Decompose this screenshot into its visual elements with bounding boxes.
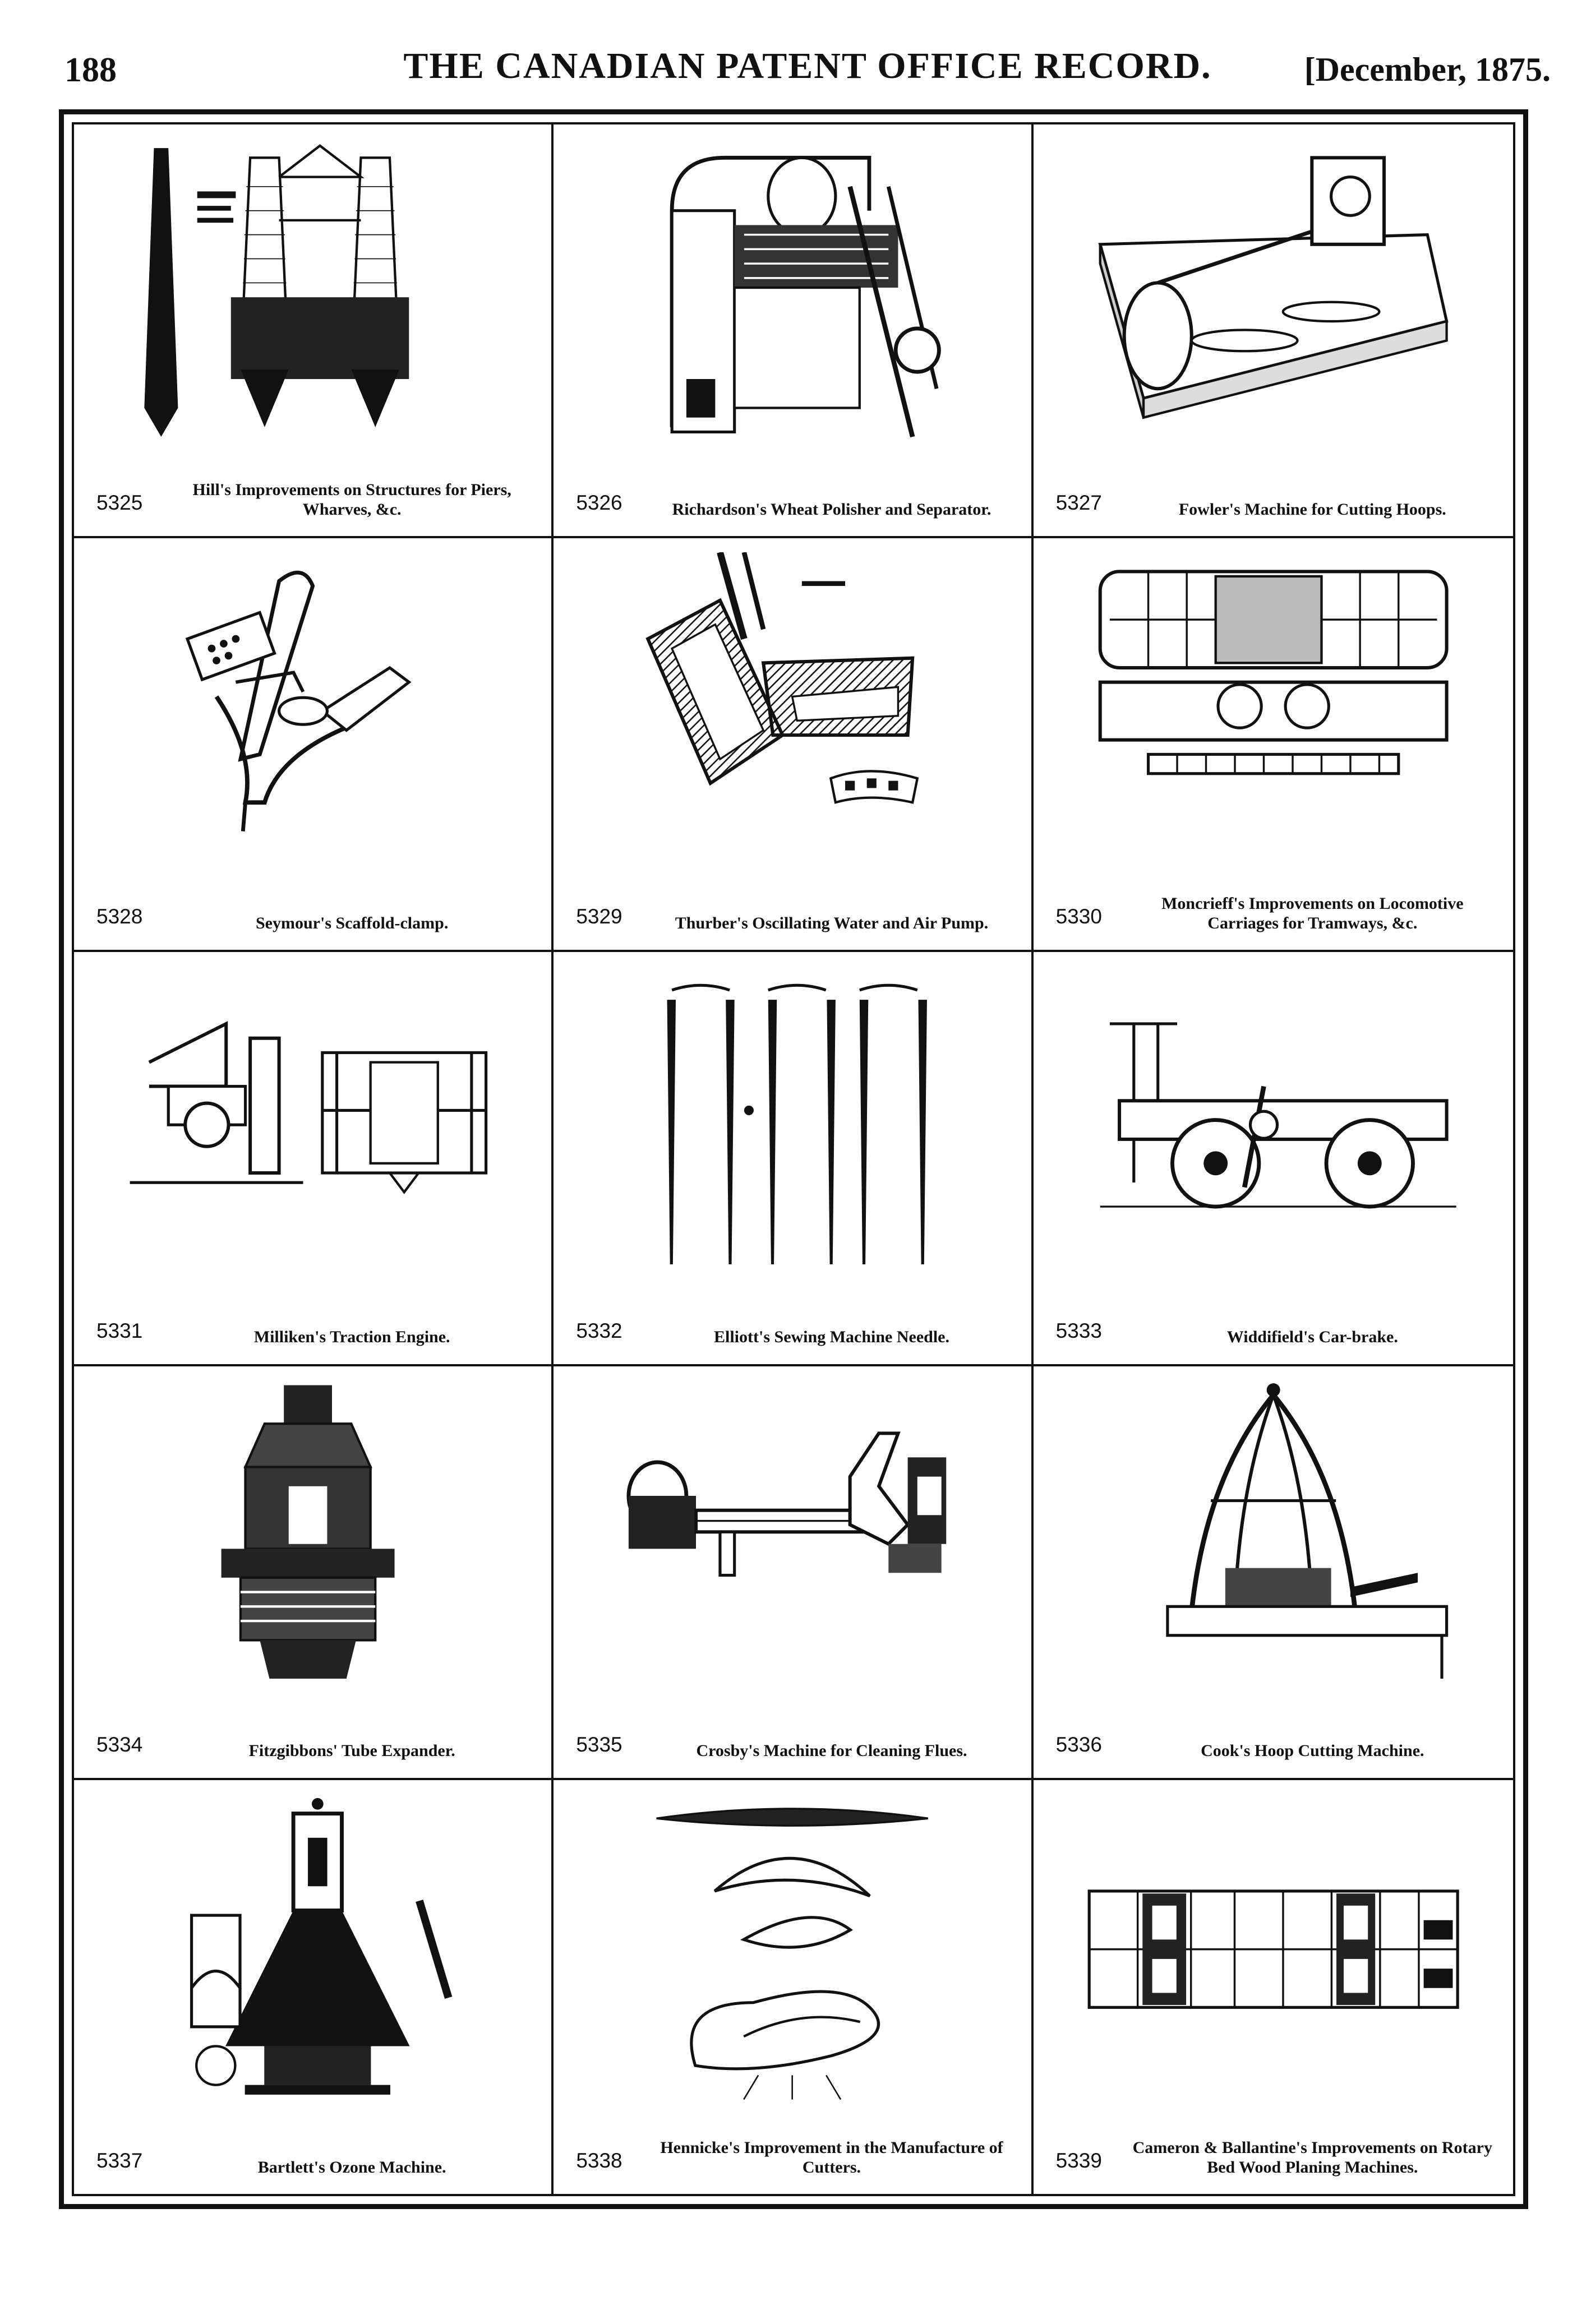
tram-carriage-icon xyxy=(1050,552,1496,860)
plate-caption: Milliken's Traction Engine. xyxy=(253,1328,450,1347)
plate-caption: Crosby's Machine for Cleaning Flues. xyxy=(696,1741,967,1761)
plate-caption: Cook's Hoop Cutting Machine. xyxy=(1201,1741,1424,1761)
plate-caption: Richardson's Wheat Polisher and Separato… xyxy=(672,500,992,519)
plate-caption: Seymour's Scaffold-clamp. xyxy=(256,913,449,932)
page-number: 188 xyxy=(64,51,117,89)
plate-5329: 5329 Thurber's Oscillating Water and Air… xyxy=(554,538,1034,953)
plate-number: 5334 xyxy=(96,1732,143,1756)
plate-5338: 5338 Hennicke's Improvement in the Manuf… xyxy=(554,1780,1034,2194)
plate-5339: 5339 Cameron & Ballantine's Improvements… xyxy=(1034,1780,1513,2194)
hoop-cutting-machine-icon xyxy=(1050,138,1496,446)
plate-number: 5331 xyxy=(96,1319,143,1342)
plate-caption: Widdifield's Car-brake. xyxy=(1226,1328,1398,1347)
plate-caption: Hennicke's Improvement in the Manufactur… xyxy=(660,2138,1003,2177)
plate-caption: Fowler's Machine for Cutting Hoops. xyxy=(1178,500,1446,519)
pier-structure-icon xyxy=(91,138,534,446)
plate-5326: 5326 Richardson's Wheat Polisher and Sep… xyxy=(554,124,1034,539)
tube-expander-icon xyxy=(91,1380,534,1688)
plate-caption: Moncrieff's Improvements on Locomotive C… xyxy=(1161,894,1464,932)
flue-cleaner-icon xyxy=(570,1380,1014,1688)
plate-5335: 5335 Crosby's Machine for Cleaning Flues… xyxy=(554,1366,1034,1780)
plate-number: 5326 xyxy=(576,491,622,515)
plate-number: 5330 xyxy=(1055,905,1102,928)
planing-bed-icon xyxy=(1050,1794,1496,2104)
plate-number: 5325 xyxy=(96,491,143,515)
plate-number: 5338 xyxy=(576,2149,622,2172)
plate-5331: 5331 Milliken's Traction Engine. xyxy=(74,952,554,1366)
plate-number: 5329 xyxy=(576,905,622,928)
traction-engine-icon xyxy=(91,966,534,1274)
plate-5328: 5328 Seymour's Scaffold-clamp. xyxy=(74,538,554,953)
plate-number: 5333 xyxy=(1055,1319,1102,1342)
plate-5327: 5327 Fowler's Machine for Cutting Hoops. xyxy=(1033,124,1513,539)
oscillating-pump-icon xyxy=(570,552,1014,860)
plate-number: 5327 xyxy=(1055,491,1102,515)
plate-5337: 5337 Bartlett's Ozone Machine. xyxy=(74,1780,554,2194)
plate-5332: 5332 Elliott's Sewing Machine Needle. xyxy=(554,952,1034,1366)
plate-caption: Cameron & Ballantine's Improvements on R… xyxy=(1132,2138,1492,2177)
plate-5334: 5334 Fitzgibbons' Tube Expander. xyxy=(74,1366,554,1780)
plates-grid: 5325 Hill's Improvements on Structures f… xyxy=(72,122,1515,2196)
plate-5336: 5336 Cook's Hoop Cutting Machine. xyxy=(1033,1366,1513,1780)
sewing-needle-icon xyxy=(570,966,1014,1274)
plate-5330: 5330 Moncrieff's Improvements on Locomot… xyxy=(1033,538,1513,953)
plate-caption: Thurber's Oscillating Water and Air Pump… xyxy=(675,913,989,932)
wheat-polisher-icon xyxy=(570,138,1014,446)
plate-caption: Bartlett's Ozone Machine. xyxy=(257,2157,446,2177)
journal-title: THE CANADIAN PATENT OFFICE RECORD. xyxy=(403,45,1212,86)
issue-date: [December, 1875. xyxy=(1304,51,1551,88)
plate-number: 5335 xyxy=(576,1732,622,1756)
ozone-machine-icon xyxy=(91,1794,534,2104)
hoop-cutter-frame-icon xyxy=(1050,1380,1496,1688)
plate-caption: Fitzgibbons' Tube Expander. xyxy=(248,1741,455,1761)
plate-5333: 5333 Widdifield's Car-brake. xyxy=(1033,952,1513,1366)
plate-caption: Elliott's Sewing Machine Needle. xyxy=(714,1328,949,1347)
plate-caption: Hill's Improvements on Structures for Pi… xyxy=(192,480,511,519)
plate-number: 5339 xyxy=(1055,2149,1102,2172)
cutter-shapes-icon xyxy=(570,1794,1014,2104)
plate-number: 5328 xyxy=(96,905,143,928)
plate-number: 5336 xyxy=(1055,1732,1102,1756)
page-header: 188 THE CANADIAN PATENT OFFICE RECORD. [… xyxy=(64,45,1551,107)
plate-5325: 5325 Hill's Improvements on Structures f… xyxy=(74,124,554,539)
plate-number: 5332 xyxy=(576,1319,622,1342)
scaffold-clamp-icon xyxy=(91,552,534,860)
car-brake-icon xyxy=(1050,966,1496,1274)
plates-frame: 5325 Hill's Improvements on Structures f… xyxy=(59,109,1528,2209)
plate-number: 5337 xyxy=(96,2149,143,2172)
